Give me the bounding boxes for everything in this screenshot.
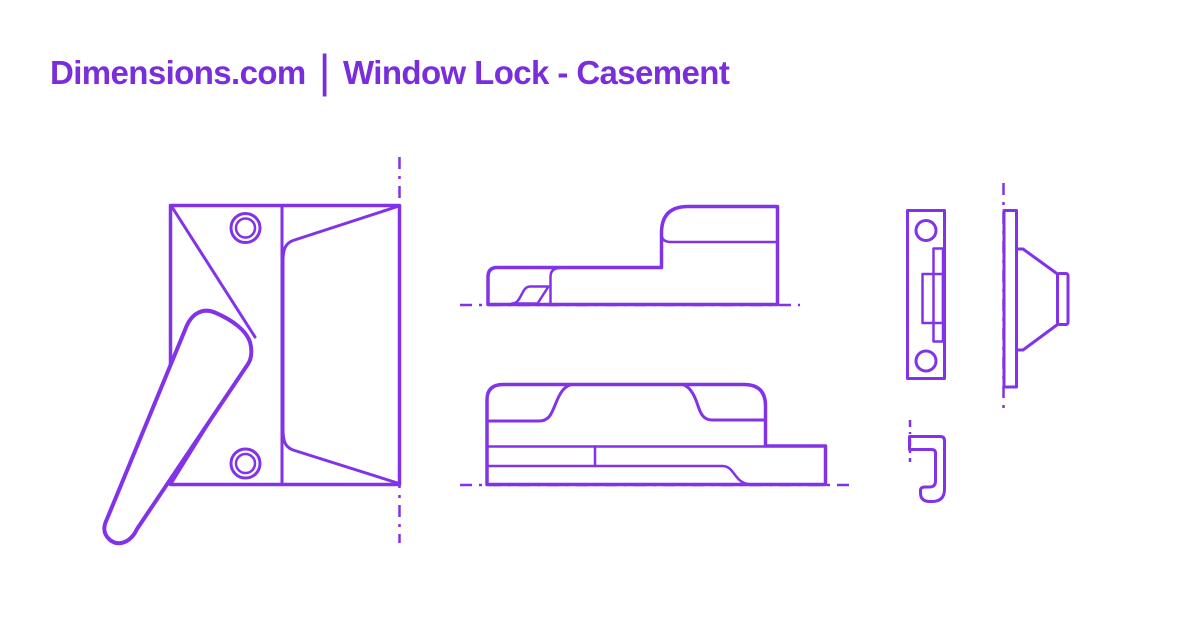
wedge-tip-face xyxy=(1056,272,1070,326)
page-title: Dimensions.com | Window Lock - Casement xyxy=(50,45,730,97)
hump-left-shoulder xyxy=(485,383,572,423)
screw-hole-bottom-inner xyxy=(234,452,257,475)
lock-handle xyxy=(102,308,254,546)
wedge-bottom-edge xyxy=(1015,323,1059,352)
keeper-hook-profile-drawing xyxy=(908,420,946,503)
lock-side-profile-lower-drawing xyxy=(460,382,855,487)
lower-seam-line xyxy=(485,464,754,486)
header: Dimensions.com | Window Lock - Casement xyxy=(50,45,1150,97)
keeper-hook-outline xyxy=(908,435,946,503)
strike-plate-outline xyxy=(906,209,946,380)
profile-outline xyxy=(485,382,828,487)
strike-plate-side-view-drawing xyxy=(1002,183,1070,408)
strike-slot-wide xyxy=(921,272,945,325)
lock-base-plate xyxy=(168,203,402,487)
strike-slot-narrow xyxy=(932,247,945,343)
strike-screw-hole-bottom xyxy=(914,349,938,373)
strike-screw-hole-top xyxy=(914,219,938,242)
screw-hole-top-inner xyxy=(234,217,257,239)
casement-lock-front-view-drawing xyxy=(102,157,402,546)
screw-hole-top-outer xyxy=(229,212,262,244)
brand-name: Dimensions.com xyxy=(50,54,306,91)
lock-side-profile-upper-drawing xyxy=(460,204,800,307)
wedge-top-edge xyxy=(1015,247,1059,276)
upper-diagonal-edge xyxy=(170,205,257,339)
inner-corner-line xyxy=(549,266,562,306)
inner-step-line xyxy=(660,232,779,244)
strike-plate-front-view-drawing xyxy=(906,209,946,380)
profile-outline xyxy=(486,204,780,307)
cam-funnel-edge xyxy=(281,205,399,485)
hump-right-shoulder xyxy=(682,383,767,422)
screw-hole-bottom-outer xyxy=(229,447,262,480)
product-title: Window Lock - Casement xyxy=(343,54,730,91)
bevel-notch xyxy=(510,285,550,305)
strike-plate-edge xyxy=(1002,209,1018,389)
